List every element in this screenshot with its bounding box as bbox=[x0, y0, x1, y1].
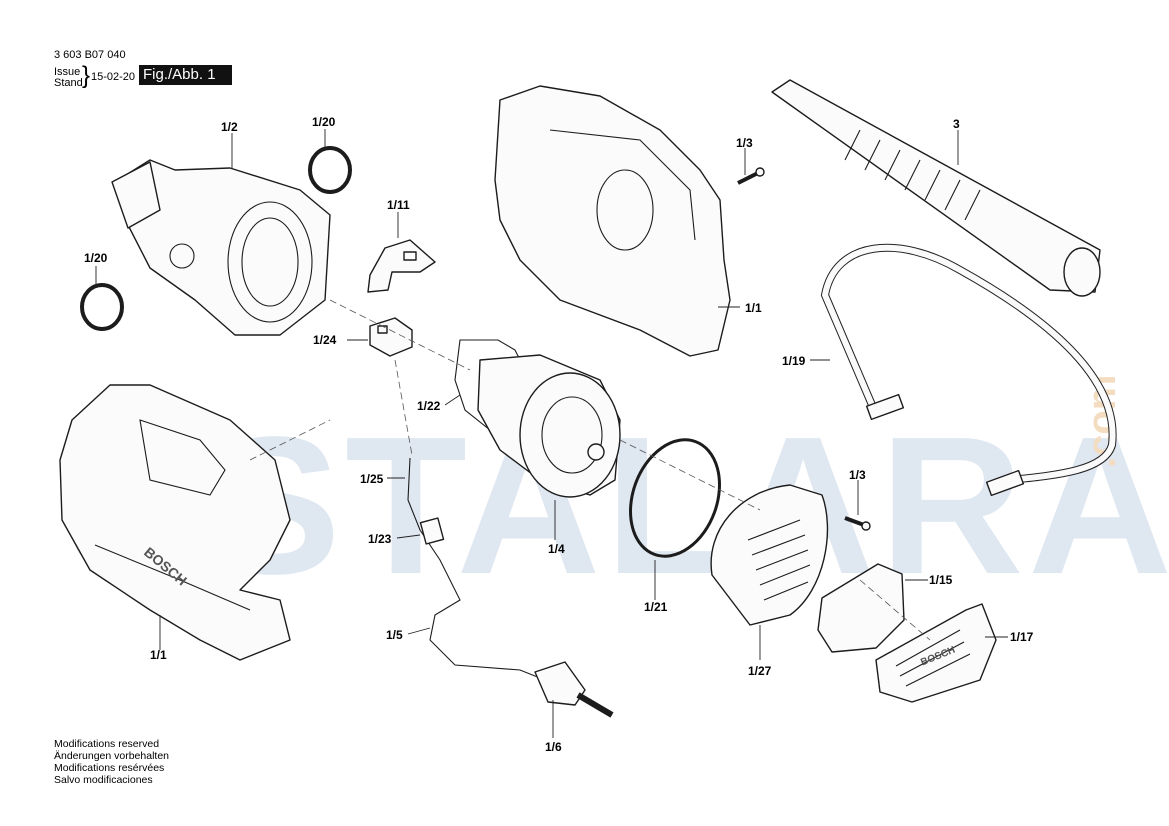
part-1-2-housing bbox=[111, 159, 331, 336]
label-1-11: 1/11 bbox=[387, 198, 410, 212]
part-1-3-screw-top bbox=[737, 167, 765, 185]
label-1-3-bottom: 1/3 bbox=[849, 468, 866, 482]
label-1-23: 1/23 bbox=[368, 532, 392, 546]
part-1-27-fan-cover bbox=[710, 484, 829, 626]
part-1-17-rear-cover bbox=[875, 603, 997, 703]
part-1-3-screw-bottom bbox=[844, 516, 871, 531]
label-1-22: 1/22 bbox=[417, 399, 441, 413]
label-1-4: 1/4 bbox=[548, 542, 565, 556]
label-1-25: 1/25 bbox=[360, 472, 384, 486]
label-1-20-top: 1/20 bbox=[312, 115, 336, 129]
brace-glyph: } bbox=[82, 62, 91, 89]
part-1-19-strap bbox=[820, 243, 1117, 497]
label-1-3-top: 1/3 bbox=[736, 136, 753, 150]
part-1-24-switch bbox=[369, 317, 413, 357]
label-1-2: 1/2 bbox=[221, 120, 238, 134]
label-3: 3 bbox=[953, 117, 960, 131]
label-1-6: 1/6 bbox=[545, 740, 562, 754]
footer-line-en: Modifications reserved bbox=[54, 738, 160, 750]
leader-lines bbox=[95, 129, 1008, 738]
part-1-4-motor bbox=[477, 354, 621, 498]
part-1-20-ring-left bbox=[80, 283, 124, 331]
label-1-27: 1/27 bbox=[748, 664, 772, 678]
label-1-15: 1/15 bbox=[929, 573, 953, 587]
part-wiring bbox=[407, 457, 614, 718]
part-3-hose bbox=[771, 79, 1101, 297]
part-1-11-clip bbox=[367, 239, 436, 293]
label-1-19: 1/19 bbox=[782, 354, 806, 368]
part-1-1-right-shell bbox=[494, 85, 731, 357]
figure-tag: Fig./Abb. 1 bbox=[139, 65, 232, 85]
part-1-15-filter bbox=[817, 563, 905, 653]
footer-notes: Modifications reserved Änderungen vorbeh… bbox=[54, 738, 169, 786]
footer-line-de: Änderungen vorbehalten bbox=[54, 750, 170, 762]
footer-line-es: Salvo modificaciones bbox=[54, 774, 153, 786]
label-1-24: 1/24 bbox=[313, 333, 337, 347]
issue-date: 15-02-20 bbox=[91, 71, 136, 83]
label-1-1-right: 1/1 bbox=[745, 301, 762, 315]
part-1-20-ring-top bbox=[308, 146, 352, 194]
stand-label: Stand bbox=[54, 77, 83, 89]
label-1-1-left: 1/1 bbox=[150, 648, 167, 662]
label-1-21: 1/21 bbox=[644, 600, 668, 614]
label-1-20-left: 1/20 bbox=[84, 251, 108, 265]
label-1-17: 1/17 bbox=[1010, 630, 1034, 644]
footer-line-fr: Modifications resérvées bbox=[54, 762, 165, 774]
issue-label: Issue bbox=[54, 66, 81, 78]
part-1-1-left-shell bbox=[59, 384, 291, 661]
part-number: 3 603 B07 040 bbox=[54, 49, 126, 61]
part-1-21-ring bbox=[629, 438, 721, 558]
label-1-5: 1/5 bbox=[386, 628, 403, 642]
